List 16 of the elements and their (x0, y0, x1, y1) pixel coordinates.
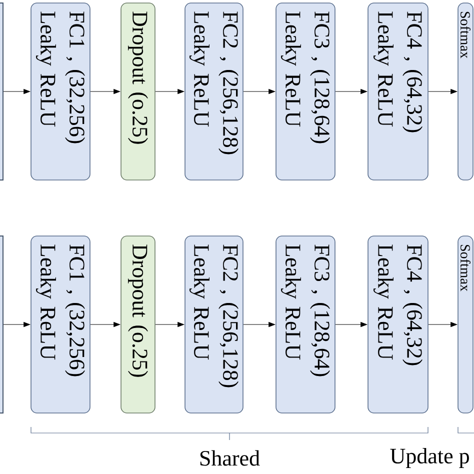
layer-box: FC2 , (256,128) Leaky ReLU (184, 236, 244, 414)
layer-box: FC2 , (256,128) Leaky ReLU (184, 2, 244, 180)
layer-box: FC4 , (64,32) Leaky ReLU (368, 236, 428, 414)
layer-box: FC1 , (32,256) Leaky ReLU (30, 2, 90, 180)
layer-box: FC4 , (64,32) Leaky ReLU (368, 2, 428, 180)
dropout-box: Dropout (o.25) (120, 2, 156, 180)
input-box (0, 2, 4, 180)
bracket-label: Shared (200, 450, 260, 466)
layer-box: FC3 , (128,64) Leaky ReLU (276, 236, 336, 414)
bracket-label: Update p (390, 448, 469, 468)
softmax-box: Softmax (458, 236, 474, 414)
dropout-box: Dropout (o.25) (120, 236, 156, 414)
layer-box: FC3 , (128,64) Leaky ReLU (276, 2, 336, 180)
input-box (0, 236, 4, 414)
softmax-box: Softmax (458, 2, 474, 180)
layer-box: FC1 , (32,256) Leaky ReLU (30, 236, 90, 414)
